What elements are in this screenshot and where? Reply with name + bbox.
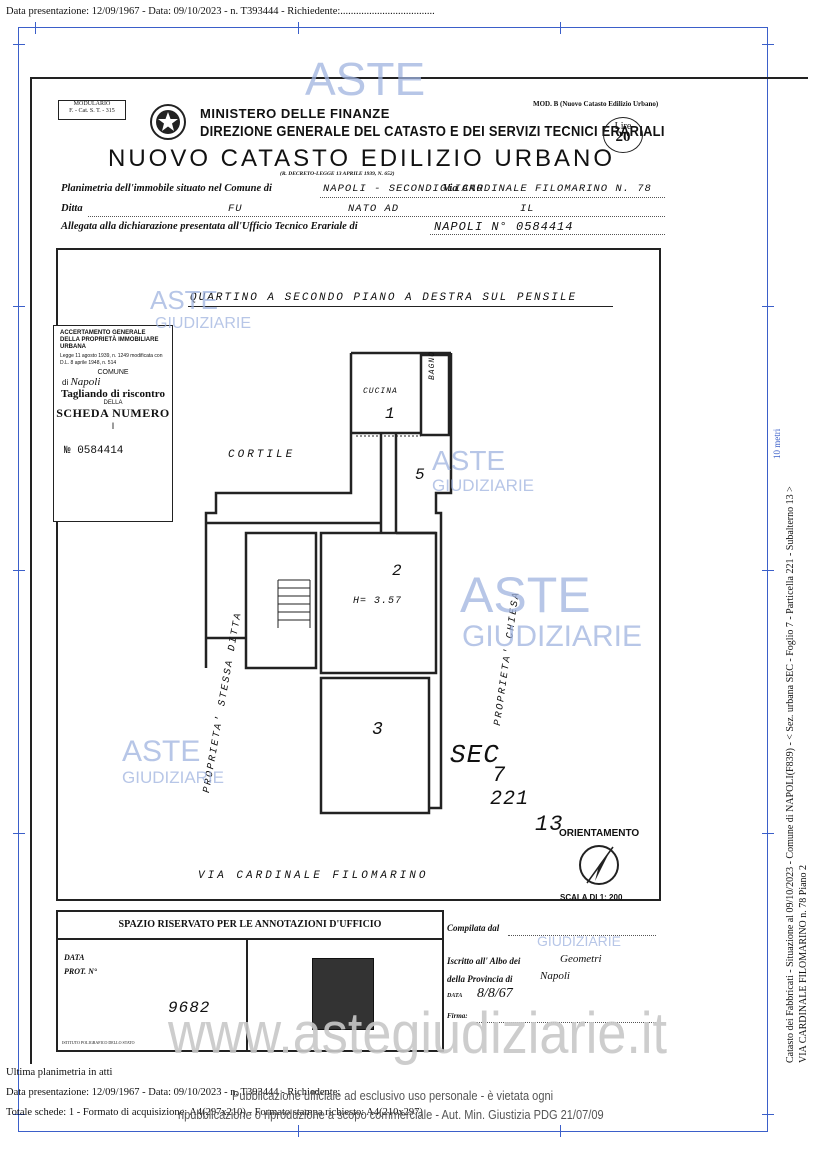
decreto-note: (R. DECRETO-LEGGE 13 APRILE 1939, N. 652… (280, 171, 395, 177)
via-value: CARDINALE FILOMARINO N. 78 (462, 183, 652, 195)
firma-label: Firma: (447, 1012, 468, 1020)
planimetria-label: Planimetria dell'immobile situato nel Co… (61, 183, 272, 194)
watermark-aste-4: ASTE (460, 567, 591, 623)
riscontro-stamp: ACCERTAMENTO GENERALE DELLA PROPRIETÀ IM… (53, 325, 173, 522)
office-prot: PROT. N° (64, 967, 98, 976)
watermark-giudiziarie-5: GIUDIZIARIE (122, 768, 225, 787)
stamp-tagliando: Tagliando di riscontro (61, 388, 165, 400)
iscritto-value: Geometri (560, 953, 602, 965)
compass-icon (579, 845, 619, 885)
side-address-text: VIA CARDINALE FILOMARINO n. 78 Piano 2 (798, 864, 809, 1063)
footer-schede: Totale schede: 1 - Formato di acquisizio… (6, 1107, 423, 1118)
floor-plan-box (56, 248, 661, 901)
cucina-number: 1 (385, 405, 396, 423)
watermark-aste-2: ASTE (150, 285, 218, 315)
cortile-label: CORTILE (228, 449, 296, 461)
fu-value: FU (228, 203, 243, 215)
watermark-aste-3: ASTE (432, 445, 506, 476)
emblem-icon (150, 104, 186, 140)
page-frame (13, 22, 774, 1137)
orientamento-label: ORIENTAMENTO (559, 828, 640, 839)
watermark-aste-5: ASTE (122, 735, 201, 768)
floor-plan-drawing (204, 351, 453, 815)
lire-value: 20 (615, 129, 631, 145)
stamp-line-2: Legge 11 agosto 1939, n. 1249 modificata… (60, 353, 163, 366)
stamp-line-1: ACCERTAMENTO GENERALE DELLA PROPRIETÀ IM… (60, 330, 159, 350)
modulario-box: MODULARIO F. - Cat. S. T. - 315 (58, 100, 126, 120)
lire-badge: Lire 20 (603, 117, 643, 153)
scale-marker: 10 metri (772, 428, 782, 459)
data2-label: DATA (447, 993, 463, 999)
data2-value: 8/8/67 (477, 986, 513, 1001)
compilata-label: Compilata dal (447, 923, 500, 933)
riservato-heading: SPAZIO RISERVATO PER LE ANNOTAZIONI D'UF… (58, 912, 442, 940)
stamp-scheda: SCHEDA NUMERO (56, 406, 170, 420)
ministero-title: MINISTERO DELLE FINANZE (200, 106, 390, 121)
allegata-value: NAPOLI N° 0584414 (434, 220, 574, 234)
fee-stamp (312, 958, 374, 1030)
footer-ultima: Ultima planimetria in atti (6, 1067, 113, 1078)
allegata-label: Allegata alla dichiarazione presentata a… (61, 221, 358, 232)
mod-b-label: MOD. B (Nuovo Catasto Edilizio Urbano) (533, 100, 659, 108)
particella-value: 221 (490, 788, 530, 811)
istituto-label: ISTITUTO POLIGRAFICO DELLO STATO (62, 1040, 135, 1045)
iscritto-label: Iscritto all' Albo dei (447, 956, 521, 966)
street-label: VIA CARDINALE FILOMARINO (198, 870, 429, 882)
watermark-site: www.astegiudiziarie.it (168, 1001, 668, 1066)
sezione-value: SEC (450, 740, 500, 770)
footer-pub-1: Pubblicazione ufficiale ad esclusivo uso… (232, 1088, 554, 1103)
ditta-label: Ditta (61, 203, 83, 214)
direzione-title: DIREZIONE GENERALE DEL CATASTO E DEI SER… (200, 123, 665, 140)
stamp-della: DELLA (103, 400, 123, 406)
stamp-numero: № 0584414 (64, 445, 124, 457)
footer-presentazione: Data presentazione: 12/09/1967 - Data: 0… (6, 1087, 341, 1098)
watermark-giudiziarie-4: GIUDIZIARIE (462, 620, 643, 653)
stamp-di: di (62, 378, 69, 387)
stamp-di-value: Napoli (70, 376, 101, 388)
side-catasto-text: Catasto dei Fabbricati - Situazione al 0… (785, 486, 796, 1063)
il-value: IL (520, 203, 535, 215)
scala-label: SCALA DI 1: 200 (560, 893, 623, 902)
height-label: H= 3.57 (353, 596, 403, 607)
room-5-label: 5 (415, 466, 426, 484)
annotations-box: SPAZIO RISERVATO PER LE ANNOTAZIONI D'UF… (56, 910, 444, 1052)
office-data: DATA (64, 953, 85, 962)
document-border (30, 77, 808, 1064)
comune-value: NAPOLI - SECONDIGLIANO (323, 183, 484, 195)
stamp-comune: COMUNE (97, 369, 129, 376)
room-3-label: 3 (372, 720, 384, 740)
foglio-value: 7 (492, 763, 507, 788)
watermark-giudiziarie-2: GIUDIZIARIE (155, 315, 252, 332)
lire-label: Lire (614, 121, 632, 132)
watermark-giudiziarie-3: GIUDIZIARIE (432, 476, 535, 495)
watermark-aste-1: ASTE (305, 53, 426, 105)
form-title: NUOVO CATASTO EDILIZIO URBANO (108, 145, 616, 172)
via-label: Via (443, 183, 458, 194)
header-line: Data presentazione: 12/09/1967 - Data: 0… (6, 6, 435, 17)
office-handnum: 9682 (168, 999, 211, 1017)
bagno-label: BAGNO (428, 350, 437, 380)
cucina-label: CUCINA (363, 387, 398, 396)
nato-value: NATO AD (348, 203, 400, 215)
provincia-label: della Provincia di (447, 974, 513, 984)
room-2-label: 2 (392, 562, 403, 580)
watermark-giudiziarie-6: GIUDIZIARIE (537, 933, 622, 949)
provincia-value: Napoli (540, 970, 570, 982)
plan-heading: QUARTINO A SECONDO PIANO A DESTRA SUL PE… (190, 292, 578, 304)
footer-pub-2: ripubblicazione o riproduzione a scopo c… (178, 1107, 604, 1122)
subalterno-value: 13 (535, 812, 564, 837)
stamp-scheda-num: I (111, 421, 115, 431)
